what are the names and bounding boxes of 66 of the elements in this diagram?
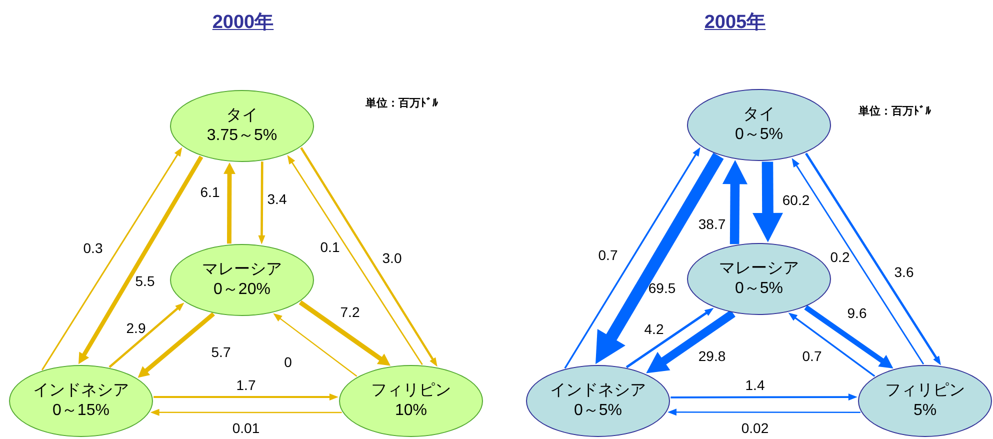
edge-label: 0.02 — [741, 420, 769, 436]
arrow — [564, 147, 700, 369]
arrow — [224, 162, 236, 244]
country-name: インドネシア — [33, 381, 129, 401]
arrow — [792, 158, 924, 365]
arrow — [670, 394, 858, 401]
country-name: フィリピン — [371, 381, 451, 401]
arrow — [805, 152, 941, 366]
country-name: マレーシア — [202, 260, 282, 280]
edge-label: 4.2 — [644, 321, 664, 337]
arrow — [41, 147, 182, 370]
arrow — [108, 302, 184, 368]
edge-label: 0.01 — [232, 420, 260, 436]
arrow — [78, 156, 204, 364]
edge-label: 38.7 — [698, 216, 726, 232]
edge-label: 1.4 — [745, 377, 765, 393]
edge-label: 9.6 — [847, 305, 867, 321]
country-name: インドネシア — [550, 381, 646, 401]
arrow — [138, 312, 215, 378]
panel-title: 2005年 — [704, 11, 766, 35]
tariff-rate: 5% — [913, 401, 937, 421]
arrow — [150, 408, 342, 416]
arrow — [626, 308, 714, 368]
arrow — [154, 393, 338, 400]
tariff-rate: 10% — [394, 401, 428, 421]
arrow — [668, 408, 860, 416]
edge-label: 29.8 — [698, 348, 726, 364]
unit-note: 単位：百万ﾄﾞﾙ — [366, 96, 438, 110]
tariff-rate: 0～20% — [214, 280, 270, 300]
tariff-rate: 3.75～5% — [206, 126, 278, 146]
arrow — [596, 152, 724, 364]
tariff-rate: 0～5% — [574, 401, 622, 421]
edge-label: 2.9 — [126, 320, 146, 336]
country-name: フィリピン — [885, 381, 965, 401]
edge-label: 7.2 — [340, 304, 360, 320]
edge-label: 60.2 — [782, 192, 810, 208]
edge-label: 69.5 — [648, 280, 676, 296]
tariff-rate: 0～5% — [734, 279, 784, 299]
edge-label: 6.1 — [200, 184, 220, 200]
edge-label: 5.5 — [135, 273, 155, 289]
arrow — [300, 147, 438, 367]
edge-label: 3.4 — [267, 191, 287, 207]
arrow — [273, 313, 358, 377]
panel-title: 2000年 — [212, 11, 274, 35]
tariff-rate: 0～15% — [52, 401, 110, 421]
edge-label: 0 — [284, 354, 292, 370]
country-name: タイ — [743, 105, 775, 125]
edge-label: 1.7 — [236, 377, 256, 393]
arrow — [298, 300, 391, 366]
edge-label: 5.7 — [211, 344, 231, 360]
edge-label: 0.1 — [320, 239, 340, 255]
arrow — [788, 312, 876, 377]
country-name: マレーシア — [719, 259, 799, 279]
edge-label: 3.0 — [382, 250, 402, 266]
edge-label: 0.3 — [83, 240, 103, 256]
arrow — [258, 162, 266, 244]
edge-label: 0.7 — [598, 247, 618, 263]
arrow — [287, 155, 423, 366]
unit-note: 単位：百万ﾄﾞﾙ — [858, 104, 932, 118]
edge-label: 3.6 — [894, 264, 914, 280]
arrow — [804, 305, 894, 368]
arrow — [646, 310, 736, 374]
tariff-rate: 0～5% — [734, 125, 784, 145]
edge-label: 0.2 — [830, 249, 850, 265]
edge-label: 0.7 — [802, 348, 822, 364]
country-name: タイ — [226, 106, 258, 126]
